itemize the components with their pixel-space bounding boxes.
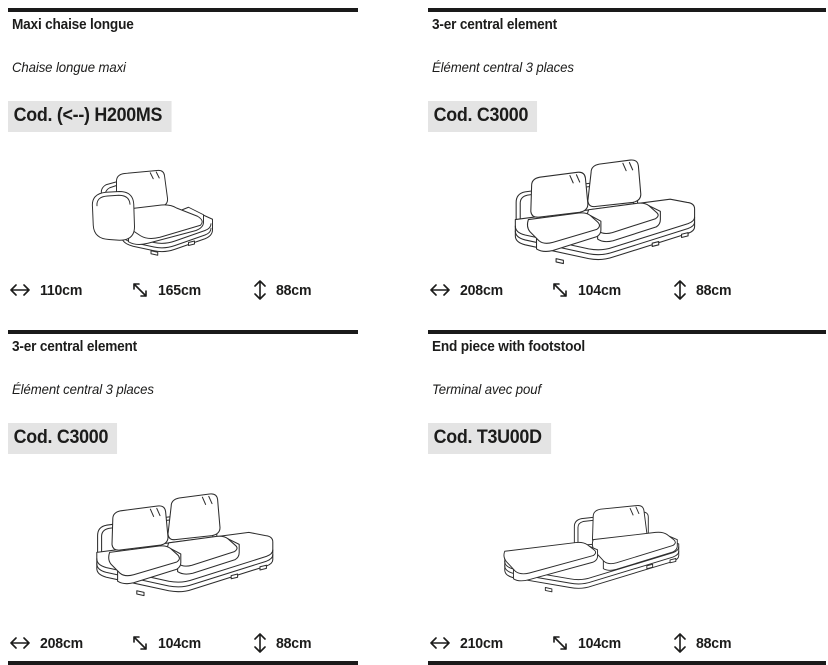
section-divider: [428, 330, 826, 334]
dimension-depth-value: 104cm: [578, 634, 621, 652]
dimension-height-value: 88cm: [276, 281, 312, 299]
product-title: Maxi chaise longue: [12, 17, 134, 33]
product-panel-end-piece-footstool: End piece with footstool Terminal avec p…: [428, 330, 826, 665]
product-title: End piece with footstool: [432, 339, 585, 355]
product-code-badge: Cod. T3U00D: [428, 423, 552, 454]
product-panel-3er-central-top: 3-er central element Élément central 3 p…: [428, 8, 826, 330]
product-subtitle-fr: Terminal avec pouf: [432, 381, 542, 397]
dimension-depth-value: 165cm: [158, 281, 201, 299]
section-divider: [428, 661, 826, 665]
dimension-depth: 104cm: [552, 282, 674, 299]
dimension-depth-value: 104cm: [158, 634, 201, 652]
section-divider: [8, 8, 358, 12]
product-panel-3er-central-bottom: 3-er central element Élément central 3 p…: [8, 330, 358, 665]
width-arrow-icon: [430, 637, 450, 649]
section-divider: [8, 661, 358, 665]
product-subtitle-fr: Élément central 3 places: [432, 59, 574, 75]
product-code-badge: Cod. (<--) H200MS: [8, 101, 172, 132]
product-code-badge: Cod. C3000: [428, 101, 538, 132]
dimension-depth: 165cm: [132, 282, 254, 299]
dimension-depth: 104cm: [552, 635, 674, 652]
three-seater-drawing: [476, 156, 716, 266]
product-panel-maxi-chaise-longue: Maxi chaise longue Chaise longue maxi Co…: [8, 8, 358, 330]
dimension-width-value: 210cm: [460, 634, 503, 652]
dimension-height: 88cm: [254, 280, 314, 300]
dimension-height-value: 88cm: [696, 634, 732, 652]
dimension-height-value: 88cm: [276, 634, 312, 652]
dimension-row: 208cm 104cm 88cm: [10, 633, 314, 653]
dimension-width: 208cm: [430, 282, 552, 299]
chaise-longue-drawing: [76, 158, 241, 258]
three-seater-drawing: [60, 490, 292, 598]
product-title: 3-er central element: [12, 339, 138, 355]
height-arrow-icon: [254, 633, 266, 653]
dimension-width-value: 110cm: [40, 281, 83, 299]
product-subtitle-fr: Élément central 3 places: [12, 381, 154, 397]
dimension-width-value: 208cm: [40, 634, 83, 652]
product-title: 3-er central element: [432, 17, 558, 33]
product-subtitle-fr: Chaise longue maxi: [12, 59, 126, 75]
width-arrow-icon: [10, 284, 30, 296]
dimension-height: 88cm: [254, 633, 314, 653]
dimension-width: 208cm: [10, 635, 132, 652]
section-divider: [8, 330, 358, 334]
section-divider: [428, 8, 826, 12]
dimension-depth-value: 104cm: [578, 281, 621, 299]
dimension-row: 210cm 104cm 88cm: [430, 633, 734, 653]
height-arrow-icon: [674, 280, 686, 300]
dimension-width-value: 208cm: [460, 281, 503, 299]
dimension-height-value: 88cm: [696, 281, 732, 299]
dimension-row: 110cm 165cm 88cm: [10, 280, 314, 300]
width-arrow-icon: [430, 284, 450, 296]
product-code-badge: Cod. C3000: [8, 423, 118, 454]
dimension-width: 210cm: [430, 635, 552, 652]
depth-arrow-icon: [133, 636, 147, 650]
height-arrow-icon: [674, 633, 686, 653]
dimension-height: 88cm: [674, 633, 734, 653]
dimension-width: 110cm: [10, 282, 132, 299]
dimension-depth: 104cm: [132, 635, 254, 652]
height-arrow-icon: [254, 280, 266, 300]
dimension-row: 208cm 104cm 88cm: [430, 280, 734, 300]
dimension-height: 88cm: [674, 280, 734, 300]
depth-arrow-icon: [133, 283, 147, 297]
end-piece-drawing: [483, 493, 715, 595]
width-arrow-icon: [10, 637, 30, 649]
depth-arrow-icon: [553, 636, 567, 650]
depth-arrow-icon: [553, 283, 567, 297]
